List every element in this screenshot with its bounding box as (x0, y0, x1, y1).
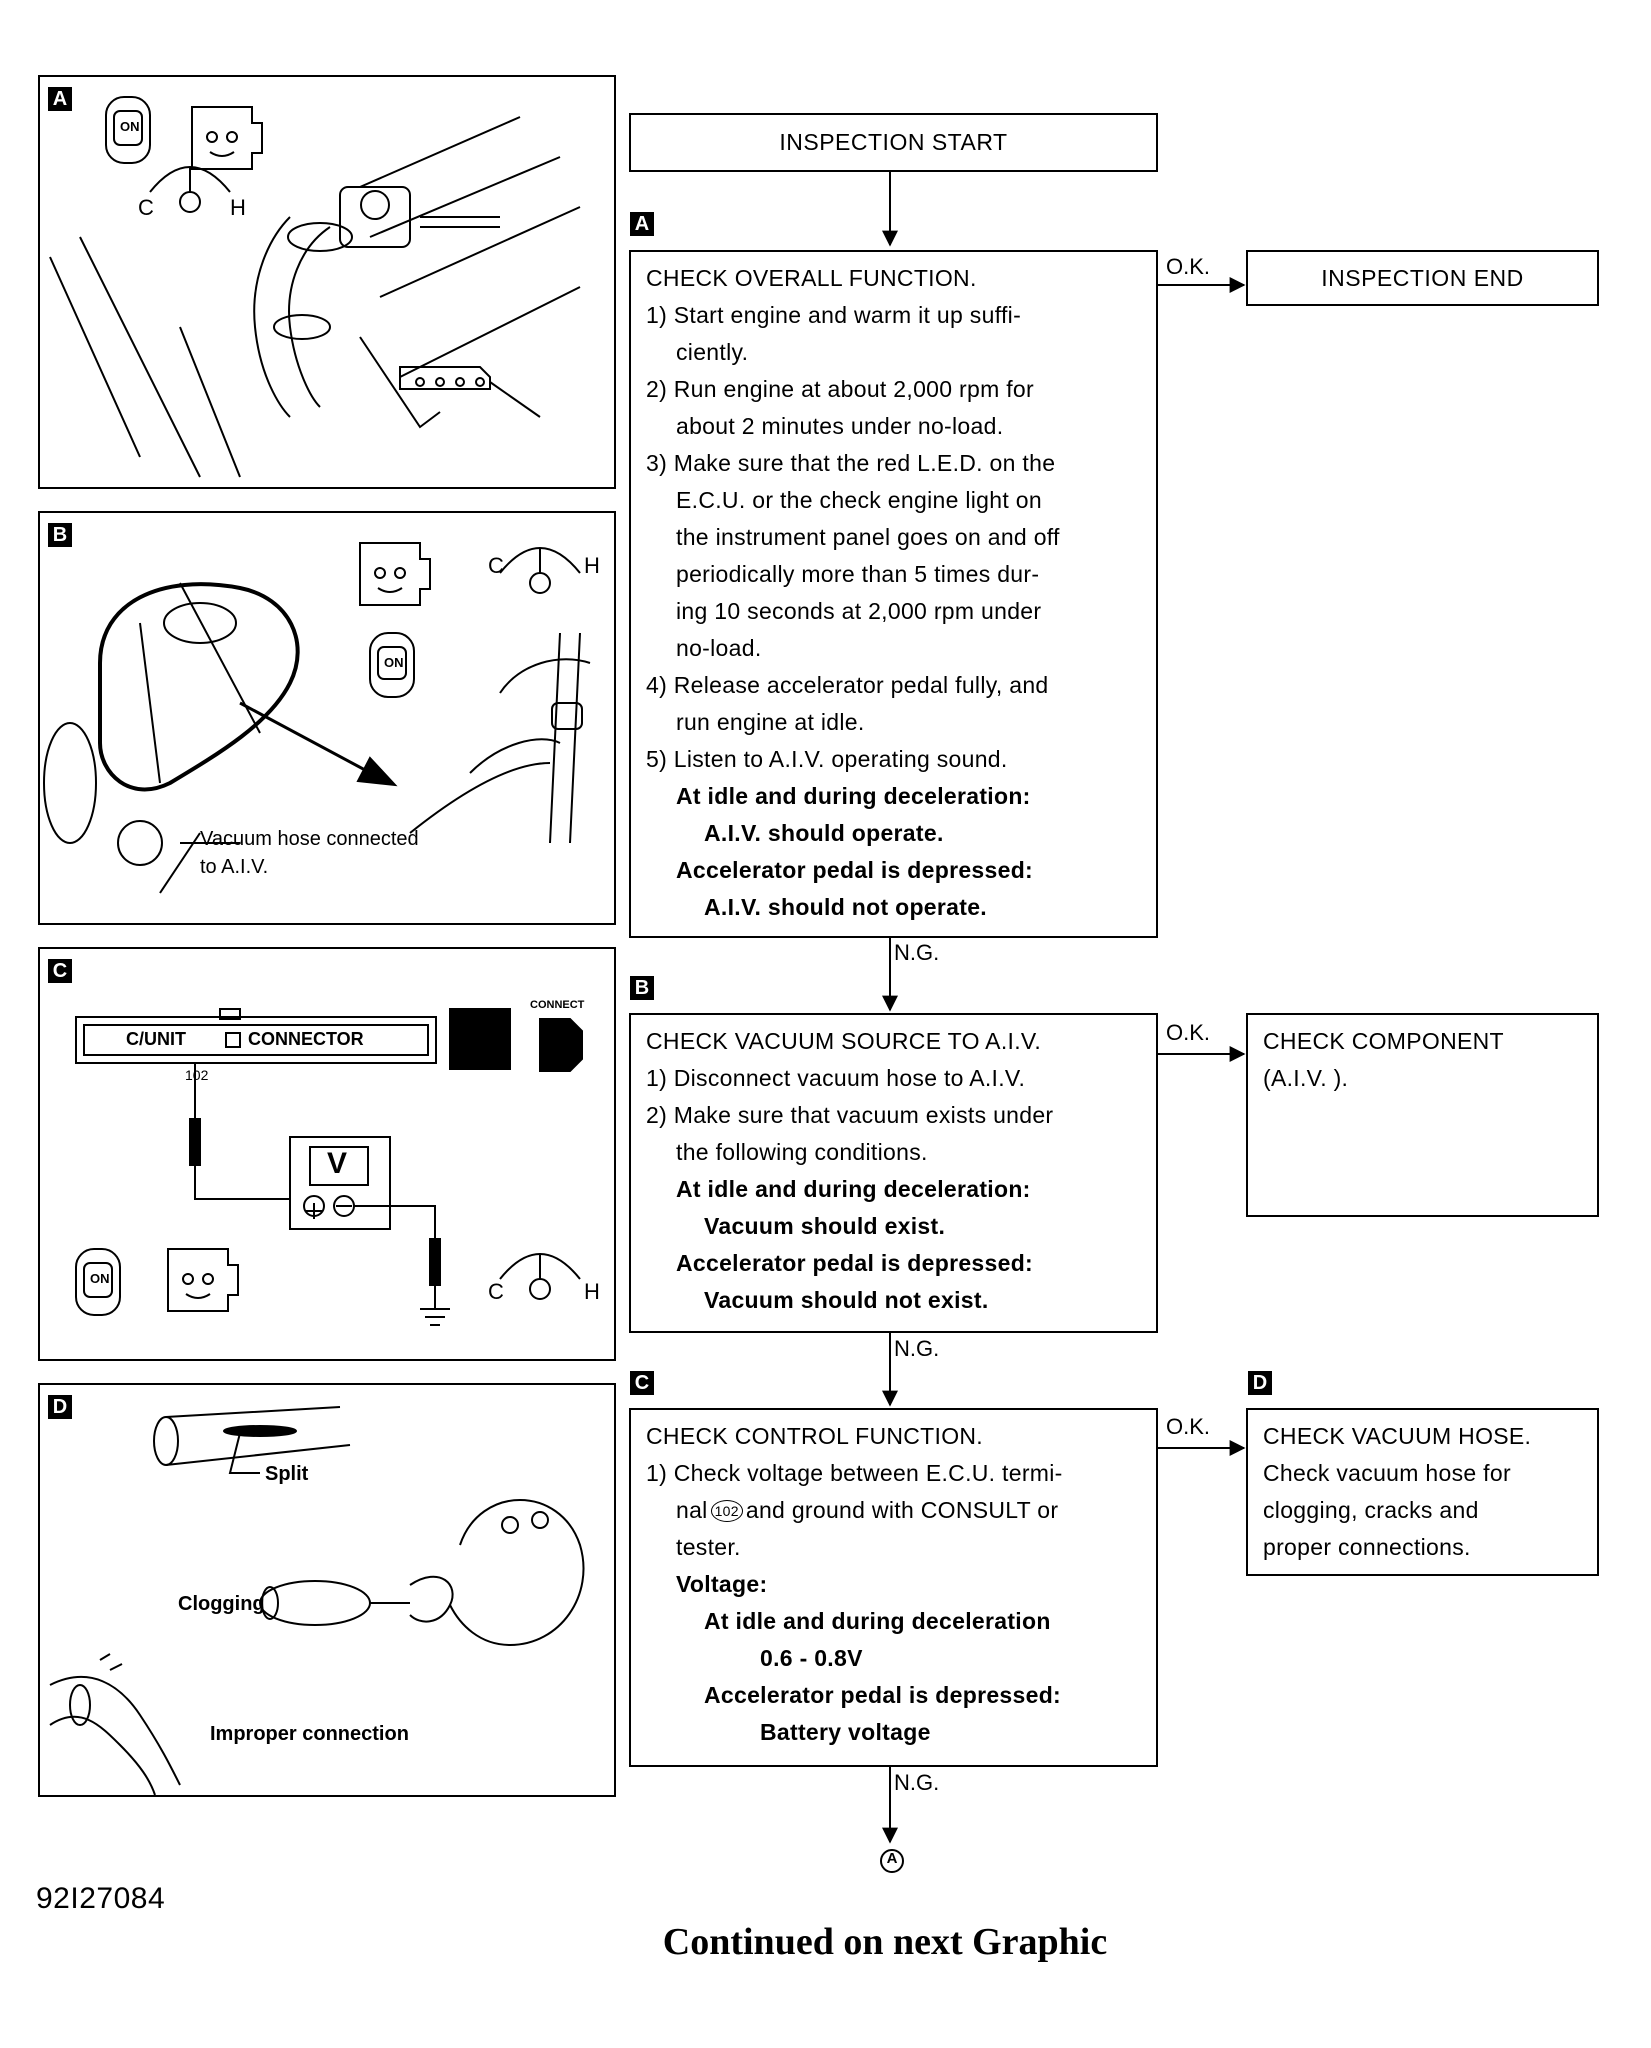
step-c-line: tester. (676, 1534, 741, 1560)
inspection-start-text: INSPECTION START (779, 129, 1008, 155)
continued-note: Continued on next Graphic (662, 1921, 1108, 1963)
step-a-tag: A (630, 212, 654, 236)
inspection-start-box: INSPECTION START (629, 113, 1158, 172)
figure-id: 92I27084 (36, 1882, 166, 1915)
step-a-result: A.I.V. should not operate. (704, 894, 987, 920)
step-c-heading: CHECK CONTROL FUNCTION. (646, 1423, 983, 1449)
step-b-box: CHECK VACUUM SOURCE TO A.I.V. 1) Disconn… (629, 1013, 1158, 1333)
ng-label-b: N.G. (894, 1336, 940, 1361)
step-a-line: 4) Release accelerator pedal fully, and (646, 672, 1049, 698)
step-c-line: 1) Check voltage between E.C.U. termi- (646, 1460, 1063, 1486)
step-b-result: Vacuum should not exist. (704, 1287, 989, 1313)
ok-label-a: O.K. (1166, 254, 1211, 279)
step-a-line: E.C.U. or the check engine light on (676, 487, 1042, 513)
step-b-tag: B (630, 976, 654, 1000)
ok-label-c: O.K. (1166, 1414, 1211, 1439)
check-vacuum-hose-box: CHECK VACUUM HOSE. Check vacuum hose for… (1246, 1408, 1599, 1576)
step-a-line: the instrument panel goes on and off (676, 524, 1060, 550)
step-d-tag: D (1248, 1371, 1272, 1395)
step-c-terminal-suffix: and ground with CONSULT or (745, 1497, 1059, 1523)
inspection-end-text: INSPECTION END (1321, 265, 1524, 291)
step-a-result: A.I.V. should operate. (704, 820, 944, 846)
connect-label: CONNECT (530, 999, 585, 1011)
step-c-tag: C (630, 1371, 654, 1395)
gauge-cold-label: C (138, 195, 154, 220)
step-b-line: 2) Make sure that vacuum exists under (646, 1102, 1054, 1128)
step-c-voltage-heading: Voltage: (676, 1571, 768, 1597)
illustration-d: D Split Clogging Improper connection (38, 1383, 616, 1797)
terminal-102-badge: 102 (710, 1500, 743, 1522)
key-on-label: ON (90, 1271, 110, 1286)
step-a-line: 3) Make sure that the red L.E.D. on the (646, 450, 1056, 476)
step-a-line: no-load. (676, 635, 762, 661)
step-a-condition: Accelerator pedal is depressed: (676, 857, 1034, 883)
continue-marker: A (886, 1850, 898, 1867)
step-a-line: ciently. (676, 339, 749, 365)
step-b-result: Vacuum should exist. (704, 1213, 946, 1239)
unit-label: C/UNIT (126, 1029, 186, 1049)
step-c-condition: Accelerator pedal is depressed: (704, 1682, 1062, 1708)
continue-marker-circle (880, 1849, 904, 1873)
voltmeter-label: V (327, 1147, 348, 1180)
check-hose-line: proper connections. (1263, 1534, 1471, 1560)
illustration-a: A (38, 75, 616, 489)
step-a-box: CHECK OVERALL FUNCTION. 1) Start engine … (629, 250, 1158, 938)
check-component-box: CHECK COMPONENT (A.I.V. ). (1246, 1013, 1599, 1217)
check-component-line: (A.I.V. ). (1263, 1065, 1349, 1091)
gauge-hot-label: H (230, 195, 246, 220)
step-c-value: 0.6 - 0.8V (760, 1645, 863, 1671)
step-c-value: Battery voltage (760, 1719, 931, 1745)
step-a-line: run engine at idle. (676, 709, 865, 735)
step-c-condition: At idle and during deceleration (704, 1608, 1051, 1634)
step-b-line: the following conditions. (676, 1139, 928, 1165)
vacuum-hose-label-2: to A.I.V. (200, 856, 269, 878)
check-hose-line: CHECK VACUUM HOSE. (1263, 1423, 1532, 1449)
ok-label-b: O.K. (1166, 1020, 1211, 1045)
hose-faults-drawing (49, 1406, 585, 1796)
step-b-heading: CHECK VACUUM SOURCE TO A.I.V. (646, 1028, 1042, 1054)
gauge-cold-label: C (488, 1279, 504, 1304)
aiv-vacuum-drawing (43, 542, 591, 894)
connector-label: CONNECTOR (248, 1029, 364, 1049)
step-c-terminal-prefix: nal (676, 1497, 708, 1523)
illustration-c: C (38, 947, 616, 1361)
ng-label-c: N.G. (894, 1770, 940, 1795)
step-a-line: 2) Run engine at about 2,000 rpm for (646, 376, 1034, 402)
clogging-label: Clogging (178, 1593, 265, 1615)
improper-connection-label: Improper connection (210, 1723, 409, 1745)
key-on-label: ON (120, 119, 140, 134)
step-a-line: about 2 minutes under no-load. (676, 413, 1004, 439)
check-hose-line: clogging, cracks and (1263, 1497, 1479, 1523)
check-component-line: CHECK COMPONENT (1263, 1028, 1504, 1054)
step-b-condition: At idle and during deceleration: (676, 1176, 1031, 1202)
illustration-c-tag: C (48, 959, 72, 983)
step-b-condition: Accelerator pedal is depressed: (676, 1250, 1034, 1276)
step-a-line: periodically more than 5 times dur- (676, 561, 1040, 587)
ng-label-a: N.G. (894, 940, 940, 965)
step-a-line: 1) Start engine and warm it up suffi- (646, 302, 1022, 328)
terminal-label: 102 (185, 1067, 209, 1083)
engine-hose-drawing (49, 96, 581, 478)
voltage-test-drawing (75, 1008, 583, 1326)
check-hose-line: Check vacuum hose for (1263, 1460, 1511, 1486)
inspection-end-box: INSPECTION END (1246, 250, 1599, 306)
step-b-line: 1) Disconnect vacuum hose to A.I.V. (646, 1065, 1026, 1091)
illustration-b: B (38, 511, 616, 925)
step-a-condition: At idle and during deceleration: (676, 783, 1031, 809)
step-a-line: 5) Listen to A.I.V. operating sound. (646, 746, 1008, 772)
step-a-heading: CHECK OVERALL FUNCTION. (646, 265, 977, 291)
key-on-label: ON (384, 655, 404, 670)
gauge-hot-label: H (584, 553, 600, 578)
gauge-hot-label: H (584, 1279, 600, 1304)
gauge-cold-label: C (488, 553, 504, 578)
split-label: Split (265, 1463, 309, 1485)
step-c-box: CHECK CONTROL FUNCTION. 1) Check voltage… (629, 1408, 1158, 1767)
illustration-b-tag: B (48, 523, 72, 547)
illustration-a-tag: A (48, 87, 72, 111)
illustration-d-tag: D (48, 1395, 72, 1419)
step-a-line: ing 10 seconds at 2,000 rpm under (676, 598, 1042, 624)
vacuum-hose-label-1: Vacuum hose connected (200, 828, 419, 850)
